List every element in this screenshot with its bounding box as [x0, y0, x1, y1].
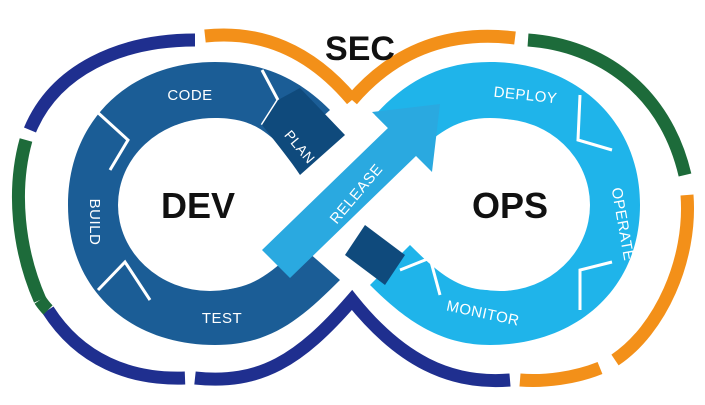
- crossing-dark-piece: [345, 225, 405, 285]
- ring-segment-orange-bottom-right: [519, 361, 603, 387]
- dev-label: DEV: [161, 185, 235, 226]
- release-arrow: [262, 104, 440, 278]
- ring-segment-navy-top-left: [24, 33, 196, 133]
- ring-segment-green-left: [11, 138, 46, 303]
- separator-operate-monitor: [578, 260, 613, 310]
- stage-label-code: CODE: [167, 87, 212, 104]
- release-arrow-shape: [262, 104, 440, 278]
- ring-segment-orange-right: [611, 194, 695, 366]
- ring-segment-orange-top-right: [347, 29, 516, 105]
- stage-label-build: BUILD: [86, 199, 103, 246]
- ops-loop: [345, 62, 640, 345]
- dev-loop: [68, 62, 345, 345]
- outer-ring: [11, 28, 695, 388]
- ops-inner: [410, 119, 590, 291]
- ring-segment-green-bottom-left: [34, 296, 53, 315]
- ring-segment-green-top-right: [527, 33, 692, 177]
- separator-code-build: [93, 108, 130, 171]
- ops-label: OPS: [472, 185, 548, 226]
- stage-label-deploy: DEPLOY: [493, 84, 558, 108]
- separator-deploy-operate: [576, 94, 613, 152]
- sec-title: SEC: [325, 30, 395, 68]
- ring-segment-navy-bottom-left: [42, 306, 186, 385]
- ops-loop-band: [370, 62, 640, 345]
- plan-block: [262, 88, 345, 175]
- ring-segment-navy-bottom: [194, 289, 511, 388]
- separator-build-test: [96, 259, 152, 301]
- dev-inner: [118, 119, 302, 291]
- stage-label-test: TEST: [202, 310, 242, 327]
- ring-segment-orange-top: [204, 28, 357, 105]
